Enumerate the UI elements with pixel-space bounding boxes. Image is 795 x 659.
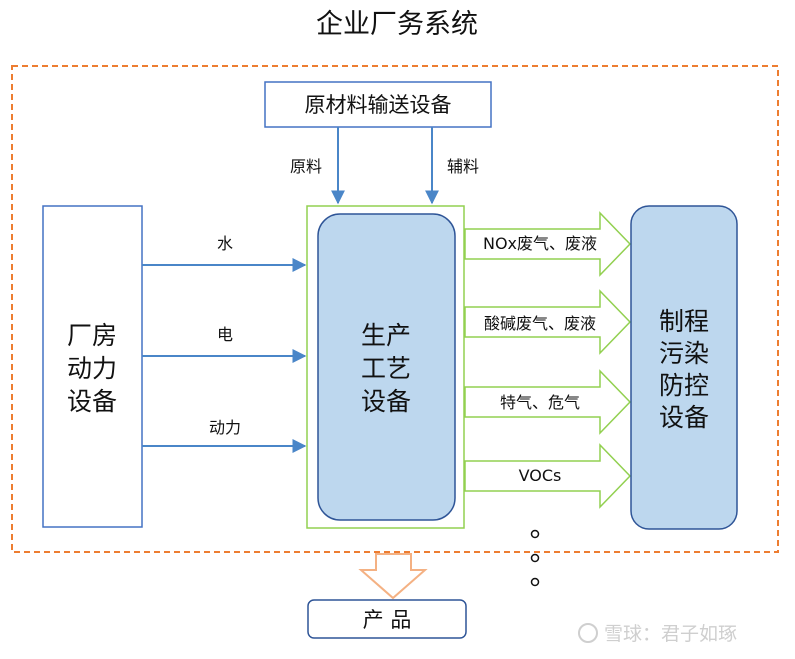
facility-equipment-box [42, 205, 143, 528]
power-label: 动力 [209, 418, 241, 437]
pollution-control-box [630, 205, 738, 530]
output-arrow-special-gas [464, 369, 632, 435]
product-box [307, 599, 467, 639]
enterprise-boundary [11, 65, 779, 553]
product-down-arrow [358, 553, 428, 600]
output-label-acid-base: 酸碱废气、废液 [484, 314, 596, 333]
pollution-label-line2: 污染 [659, 339, 709, 368]
facility-label-line3: 设备 [67, 387, 117, 416]
raw-material-conveyor-box [264, 81, 492, 128]
water-label: 水 [217, 234, 233, 253]
raw-material-label: 原料 [290, 157, 322, 176]
snowball-icon [578, 623, 598, 643]
aux-material-label: 辅料 [447, 157, 479, 176]
pollution-label-line1: 制程 [659, 307, 709, 336]
process-label-line3: 设备 [361, 387, 411, 416]
facility-label-line1: 厂房 [67, 321, 117, 350]
ellipsis-dot-3 [530, 577, 540, 587]
process-label-line1: 生产 [361, 321, 411, 350]
facility-label-line2: 动力 [67, 354, 117, 383]
product-label: 产 品 [363, 608, 412, 632]
watermark-text: 雪球：君子如琢 [604, 623, 737, 645]
watermark: 雪球：君子如琢 [578, 623, 737, 645]
output-label-vocs: VOCs [519, 466, 562, 485]
diagram-title: 企业厂务系统 [316, 9, 478, 40]
pollution-label-line4: 设备 [659, 403, 709, 432]
ellipsis-dot-1 [530, 529, 540, 539]
output-label-special-gas: 特气、危气 [500, 393, 580, 412]
process-label-line2: 工艺 [361, 354, 411, 383]
output-arrow-acid-base [464, 289, 632, 355]
output-arrow-nox [464, 211, 632, 277]
electricity-label: 电 [217, 325, 233, 344]
output-arrow-vocs [464, 443, 632, 509]
production-process-box [317, 213, 456, 521]
ellipsis-dot-2 [530, 553, 540, 563]
output-label-nox: NOx废气、废液 [483, 234, 597, 253]
raw-material-conveyor-label: 原材料输送设备 [305, 93, 452, 117]
pollution-label-line3: 防控 [659, 371, 709, 400]
